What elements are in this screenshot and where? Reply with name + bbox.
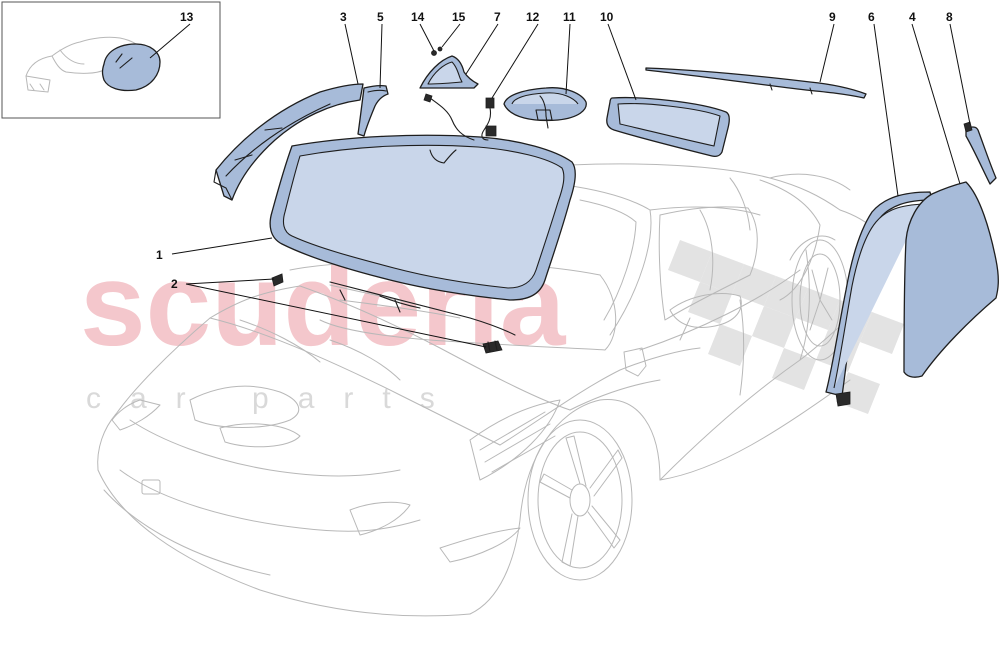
door-frame-seal-part[interactable] [825, 191, 933, 407]
seal-strip-left-part[interactable] [357, 84, 389, 137]
callout-1: 1 [156, 248, 163, 262]
windscreen-part[interactable] [269, 134, 576, 301]
callout-13: 13 [180, 10, 194, 24]
door-mirror-glass-part[interactable] [101, 43, 161, 92]
callout-2: 2 [171, 277, 178, 291]
callout-10: 10 [600, 10, 614, 24]
windscreen-bracket-part[interactable] [482, 340, 503, 354]
pillar-trim-part[interactable] [213, 83, 364, 201]
callout-7: 7 [494, 10, 501, 24]
callout-8: 8 [946, 10, 953, 24]
callout-6: 6 [868, 10, 875, 24]
leader-lines [149, 23, 971, 348]
callout-labels: 1 2 3 4 5 6 7 8 9 10 11 12 13 14 15 [156, 10, 953, 291]
wiper-arm [329, 281, 516, 336]
fastener-part[interactable] [431, 50, 437, 56]
callout-15: 15 [452, 10, 466, 24]
rearview-mirror-part[interactable] [503, 87, 587, 129]
door-glass-part[interactable] [903, 181, 999, 378]
sensor-harness-part[interactable] [423, 93, 497, 141]
rear-window-part[interactable] [606, 96, 730, 158]
callout-12: 12 [526, 10, 540, 24]
callout-5: 5 [377, 10, 384, 24]
roof-seal-part[interactable] [645, 67, 867, 99]
callout-9: 9 [829, 10, 836, 24]
callout-3: 3 [340, 10, 347, 24]
quarter-glass-part[interactable] [419, 55, 479, 89]
callout-14: 14 [411, 10, 425, 24]
car-body-outline [97, 163, 896, 617]
rain-sensor-part[interactable] [271, 273, 284, 287]
callout-11: 11 [563, 10, 576, 24]
side-seal-part[interactable] [963, 121, 997, 185]
mirror-inset [1, 1, 221, 119]
door-mirror-housing [25, 36, 143, 93]
clip-part[interactable] [437, 46, 443, 52]
callout-4: 4 [909, 10, 916, 24]
